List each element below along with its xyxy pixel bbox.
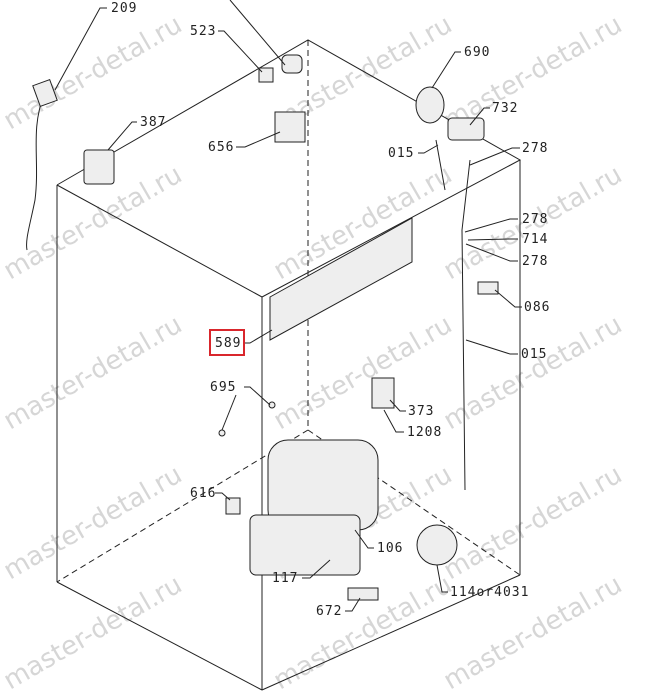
label-732[interactable]: 732 [492,101,518,116]
inlet-valve [83,149,115,185]
part-labels: 209 523 690 732 387 656 015 278 278 714 … [111,1,550,619]
part-top [281,54,303,74]
parts [26,54,499,601]
label-616[interactable]: 616 [190,486,216,501]
label-086[interactable]: 086 [524,300,550,315]
hose [435,139,446,191]
watermark: master-detal.ru [439,310,628,436]
label-117[interactable]: 117 [272,571,298,586]
label-1208[interactable]: 1208 [407,425,442,440]
label-278-mid[interactable]: 278 [522,212,548,227]
label-106[interactable]: 106 [377,541,403,556]
label-589[interactable]: 589 [215,336,241,351]
hose-015 [461,159,471,491]
watermark: master-detal.ru [0,570,187,696]
screw [218,429,226,437]
highlight-box [209,329,245,356]
drain-pump [416,524,458,566]
screw [268,401,276,409]
plug [32,78,58,108]
label-015-top[interactable]: 015 [388,146,414,161]
label-278-top[interactable]: 278 [522,141,548,156]
label-695[interactable]: 695 [210,380,236,395]
label-209[interactable]: 209 [111,1,137,16]
watermark: master-detal.ru [439,10,628,136]
label-672[interactable]: 672 [316,604,342,619]
cabinet-outline [56,39,522,691]
leader-lines [54,0,522,612]
label-690[interactable]: 690 [464,45,490,60]
control-board [269,217,413,341]
label-114or4031[interactable]: 114or4031 [450,585,529,600]
filter-656 [274,111,306,143]
label-387[interactable]: 387 [140,115,166,130]
watermark: master-detal.ru [0,460,187,586]
door-lock [371,377,395,409]
part-672 [347,587,379,601]
part-616 [225,497,241,515]
label-714[interactable]: 714 [522,232,548,247]
part-523 [258,67,274,83]
part-732 [447,117,485,141]
label-015-low[interactable]: 015 [521,347,547,362]
pressure-switch [415,86,445,124]
label-523[interactable]: 523 [190,24,216,39]
label-656[interactable]: 656 [208,140,234,155]
heater [249,514,361,576]
label-278-low[interactable]: 278 [522,254,548,269]
label-373[interactable]: 373 [408,404,434,419]
part-086 [477,281,499,295]
power-cord [26,94,45,251]
watermark: master-detal.ru [0,310,187,436]
watermark: master-detal.ru [439,460,628,586]
